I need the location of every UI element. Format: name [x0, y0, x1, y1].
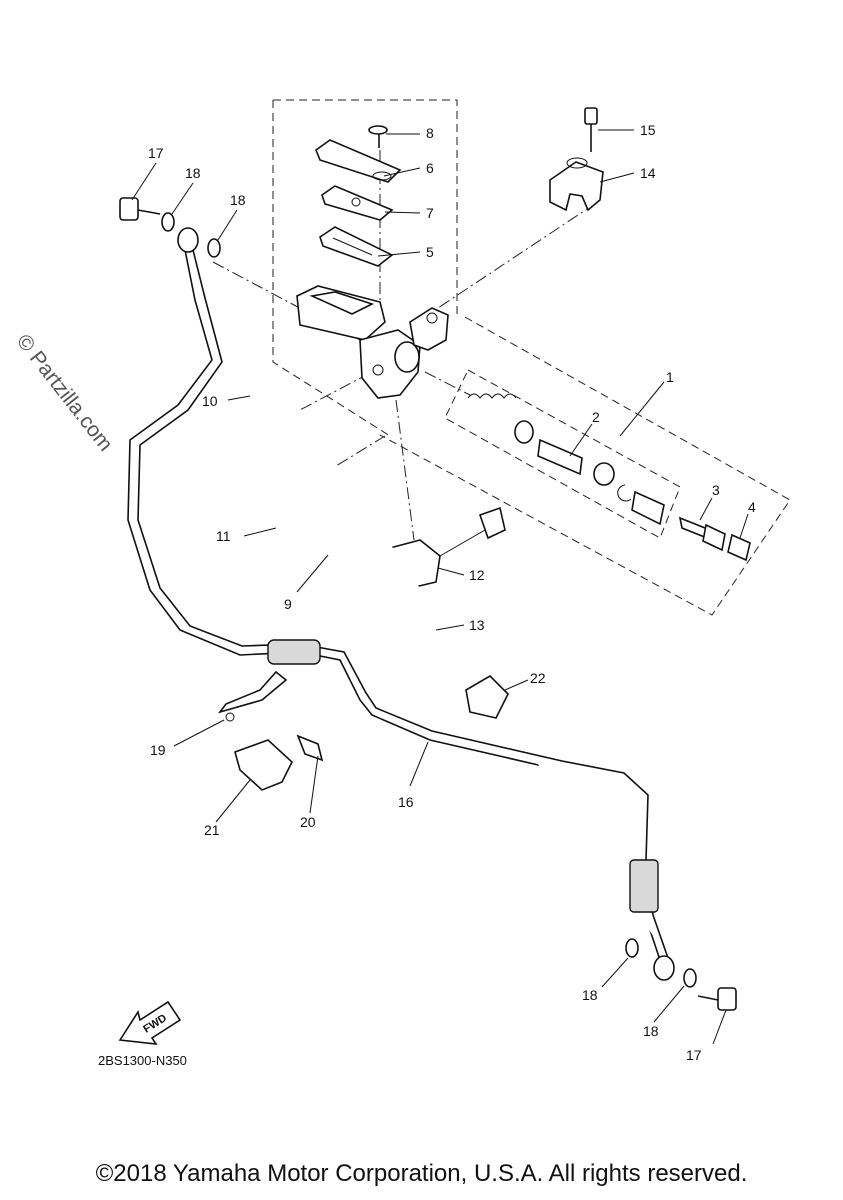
callout-17b: 17 [686, 1047, 702, 1063]
leader-lines [131, 129, 749, 1045]
callout-3: 3 [712, 482, 720, 498]
assembly-frames [272, 99, 791, 616]
callout-12: 12 [469, 567, 485, 583]
callout-10: 10 [202, 393, 218, 409]
callout-8: 8 [426, 125, 434, 141]
callout-4: 4 [748, 499, 756, 515]
callout-16: 16 [398, 794, 414, 810]
callout-1: 1 [666, 369, 674, 385]
callout-18b: 18 [230, 192, 246, 208]
clamp-and-bolt [549, 107, 604, 212]
callout-17a: 17 [148, 145, 164, 161]
piston-kit [467, 393, 665, 526]
callout-20: 20 [300, 814, 316, 830]
callout-7: 7 [426, 205, 434, 221]
reservoir-parts [315, 125, 402, 267]
callout-22: 22 [530, 670, 546, 686]
hose-clips [217, 670, 509, 791]
callout-14: 14 [640, 165, 656, 181]
callout-15: 15 [640, 122, 656, 138]
callout-9: 9 [284, 596, 292, 612]
callout-11: 11 [216, 528, 231, 544]
fwd-arrow: FWD [118, 1000, 182, 1045]
banjo-bolts-washers [119, 197, 737, 1011]
copyright-notice: ©2018 Yamaha Motor Corporation, U.S.A. A… [95, 1160, 748, 1187]
callout-19: 19 [150, 742, 166, 758]
push-rod-and-nut [678, 516, 751, 562]
callout-13: 13 [469, 617, 485, 633]
callout-18d: 18 [643, 1023, 659, 1039]
callout-5: 5 [426, 244, 434, 260]
brake-hose [127, 227, 675, 981]
diagram-code: 2BS1300-N350 [98, 1053, 187, 1068]
master-cylinder-body [296, 285, 449, 399]
callout-labels: 1 2 3 4 5 6 7 8 9 10 11 12 13 14 15 16 1… [148, 122, 756, 1063]
callout-18a: 18 [185, 165, 201, 181]
callout-2: 2 [592, 409, 600, 425]
callout-21: 21 [204, 822, 220, 838]
callout-18c: 18 [582, 987, 598, 1003]
callout-6: 6 [426, 160, 434, 176]
